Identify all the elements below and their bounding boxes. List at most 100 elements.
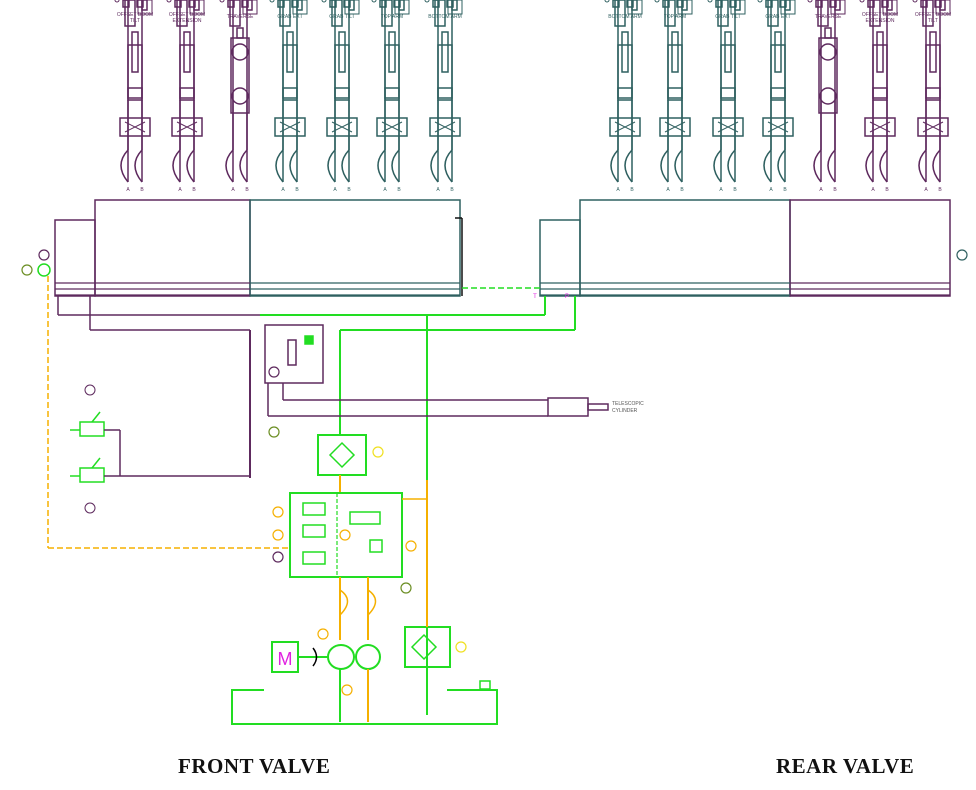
spool-valve [664,0,676,27]
hose-icon [444,149,453,183]
pilot-valve [834,0,841,11]
spool-valve [229,0,241,27]
lock-valve-box [917,117,949,137]
callout-circle [956,249,968,261]
check-valve-block [344,0,360,15]
hydraulic-motor-icon [819,43,837,61]
check-valve-icon [807,0,813,3]
cylinder-rod [441,31,449,73]
relief-valve-icon [241,0,249,8]
hose-icon [827,149,836,183]
pressure-switch [70,411,120,437]
callout-circle [372,446,384,458]
check-valve-icon [424,0,430,3]
port-b-label: B [630,187,634,193]
hose-icon [341,149,350,183]
port-b-label: B [938,187,942,193]
hose-icon [186,149,195,183]
check-valve-block [627,0,643,15]
pilot-valve [398,0,405,11]
cylinder-rod [621,31,629,73]
pilot-valve [734,0,741,11]
cylinder-rod [338,31,346,73]
pilot-valve [451,0,458,11]
directional-valve [302,502,326,516]
lock-valve-box [429,117,461,137]
relief-valve-icon [432,0,440,8]
check-valve-icon [707,0,713,3]
check-valve-icon [757,0,763,3]
relief-valve-icon [626,0,634,8]
relief-valve-icon [867,0,875,8]
front-inlet-section [54,219,96,297]
callout-circle [21,264,33,276]
callout-circle [84,502,96,514]
check-valve-icon [219,0,225,3]
port-b-label: B [450,187,454,193]
check-valve-block [935,0,951,15]
port-a-label: A [281,187,285,193]
port-b-label: B [783,187,787,193]
telescopic-cylinder-label: TELESCOPIC [612,401,644,407]
callout-circle [268,426,280,438]
callout-circle [341,684,353,696]
hose-icon [763,149,772,183]
pressure-switch-icon [79,467,105,483]
port-a-label: A [819,187,823,193]
check-valve-icon [371,0,377,3]
directional-valve [349,511,381,525]
lock-valve-box [659,117,691,137]
pilot-valve [193,0,200,11]
cylinder-head [720,87,736,99]
lock-valve-box [864,117,896,137]
callout-circle [272,529,284,541]
cylinder-rod [876,31,884,73]
front-valve-title: FRONT VALVE [178,754,331,778]
port-b-label: B [397,187,401,193]
pressure-port-label: P [565,294,569,300]
port-b-label: B [192,187,196,193]
cylinder-rod [388,31,396,73]
filter-icon [410,633,438,661]
port-a-label: A [231,187,235,193]
rear-valve-block-purple [789,199,951,297]
check-valve-block [137,0,153,15]
hose-icon [727,149,736,183]
check-valve-block [292,0,308,15]
relief-valve-icon [122,0,130,8]
directional-valve [302,524,326,538]
switch-contact [91,457,101,469]
cylinder-head [617,87,633,99]
port-a-label: A [871,187,875,193]
relief-valve-icon [920,0,928,8]
spool-valve [434,0,446,27]
callout-circle [405,540,417,552]
spool-valve [381,0,393,27]
cylinder-rod [183,31,191,73]
port-a-label: A [924,187,928,193]
check-valve-icon [114,0,120,3]
hose-icon [289,149,298,183]
spool-valve [287,339,297,366]
check-valve-icon [269,0,275,3]
relief-valve-icon [729,0,737,8]
check-valve-icon [268,366,280,378]
cylinder-head [384,87,400,99]
check-valve-icon [166,0,172,3]
relief-valve-icon [136,0,144,8]
spool-valve [817,0,829,27]
hose-icon [239,149,248,183]
tank-port-label: T [533,294,537,300]
spool-valve [614,0,626,27]
pressure-switch [70,457,120,483]
pressure-filter-box [317,434,367,476]
hose-icon [275,149,284,183]
